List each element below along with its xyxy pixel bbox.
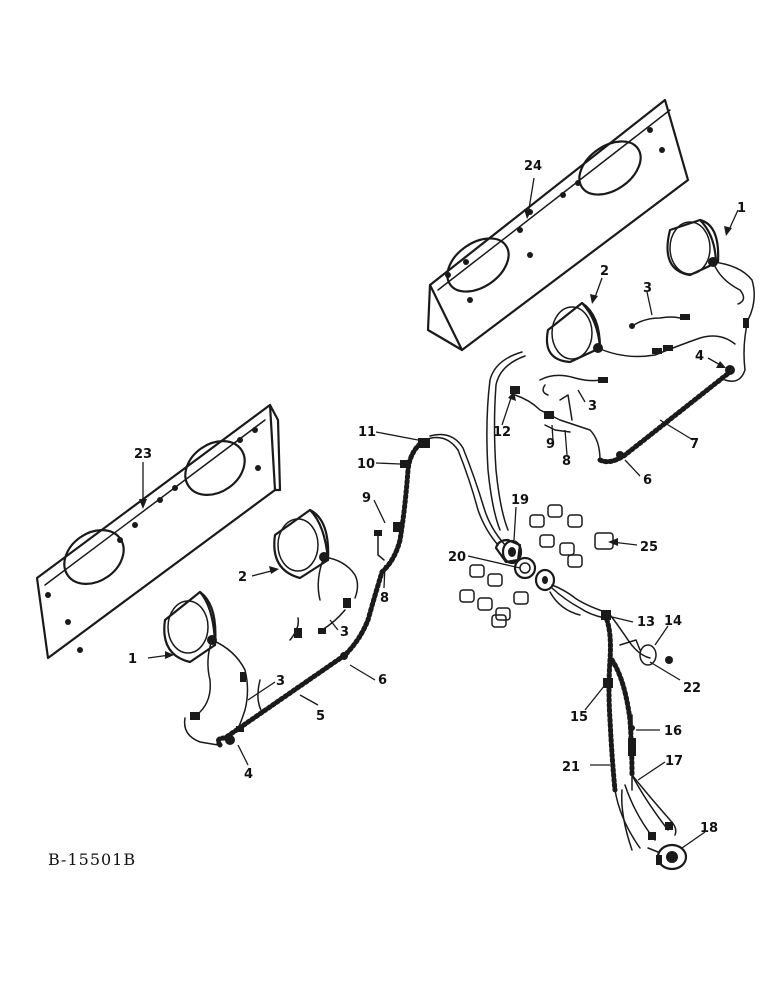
right-lamp-lower xyxy=(545,301,736,364)
callout-1-left: 1 xyxy=(128,652,137,667)
callout-23: 23 xyxy=(134,447,152,462)
callout-1-right: 1 xyxy=(737,201,746,216)
callout-21: 21 xyxy=(562,760,580,775)
right-light-bracket xyxy=(426,98,690,352)
callout-22: 22 xyxy=(683,681,701,696)
left-lamp-lower xyxy=(163,590,249,729)
right-harness-7 xyxy=(597,365,735,465)
callout-16: 16 xyxy=(664,724,682,739)
callout-8-right: 8 xyxy=(562,454,571,469)
left-lamp-upper xyxy=(273,508,359,608)
callout-2-left: 2 xyxy=(238,570,247,585)
drawing-number: B-15501B xyxy=(48,850,136,869)
leader-lines xyxy=(139,177,739,849)
connector-group-25 xyxy=(459,504,614,628)
switch-body-19 xyxy=(494,538,523,565)
callout-3-left-b: 3 xyxy=(276,674,285,689)
harness-branch-13-14 xyxy=(607,611,673,666)
callout-2-right: 2 xyxy=(600,264,609,279)
right-harness-main xyxy=(486,351,601,531)
callout-8-left: 8 xyxy=(380,591,389,606)
callout-9-left: 9 xyxy=(362,491,371,506)
fuse-16 xyxy=(628,714,636,791)
left-harness-5 xyxy=(183,569,385,748)
callout-6-left: 6 xyxy=(378,673,387,688)
callout-labels: 1 2 3 3 4 7 6 8 9 12 24 23 1 2 3 3 5 6 4… xyxy=(48,159,746,869)
callout-3-right-a: 3 xyxy=(643,281,652,296)
callout-7: 7 xyxy=(690,437,699,452)
callout-13: 13 xyxy=(637,615,655,630)
callout-6-right: 6 xyxy=(643,473,652,488)
right-pigtails xyxy=(539,314,749,396)
callout-10: 10 xyxy=(357,457,375,472)
callout-25: 25 xyxy=(640,540,658,555)
callout-19: 19 xyxy=(511,493,529,508)
switch-nut-20 xyxy=(513,556,606,619)
callout-17: 17 xyxy=(665,754,683,769)
callout-4-left: 4 xyxy=(244,767,253,782)
callout-9-right: 9 xyxy=(546,437,555,452)
callout-15: 15 xyxy=(570,710,588,725)
left-pigtails xyxy=(236,609,346,732)
callout-11: 11 xyxy=(358,425,376,440)
callout-12: 12 xyxy=(493,425,511,440)
callout-5: 5 xyxy=(316,709,325,724)
callout-14: 14 xyxy=(664,614,682,629)
left-light-bracket xyxy=(35,403,282,660)
callout-24: 24 xyxy=(524,159,542,174)
callout-3-right-b: 3 xyxy=(588,399,597,414)
switch-18 xyxy=(647,843,688,871)
callout-4-right: 4 xyxy=(695,349,704,364)
callout-20: 20 xyxy=(448,550,466,565)
right-lamp-upper xyxy=(666,218,755,382)
callout-3-left-a: 3 xyxy=(340,625,349,640)
left-harness-main xyxy=(374,433,506,575)
callout-18: 18 xyxy=(700,821,718,836)
